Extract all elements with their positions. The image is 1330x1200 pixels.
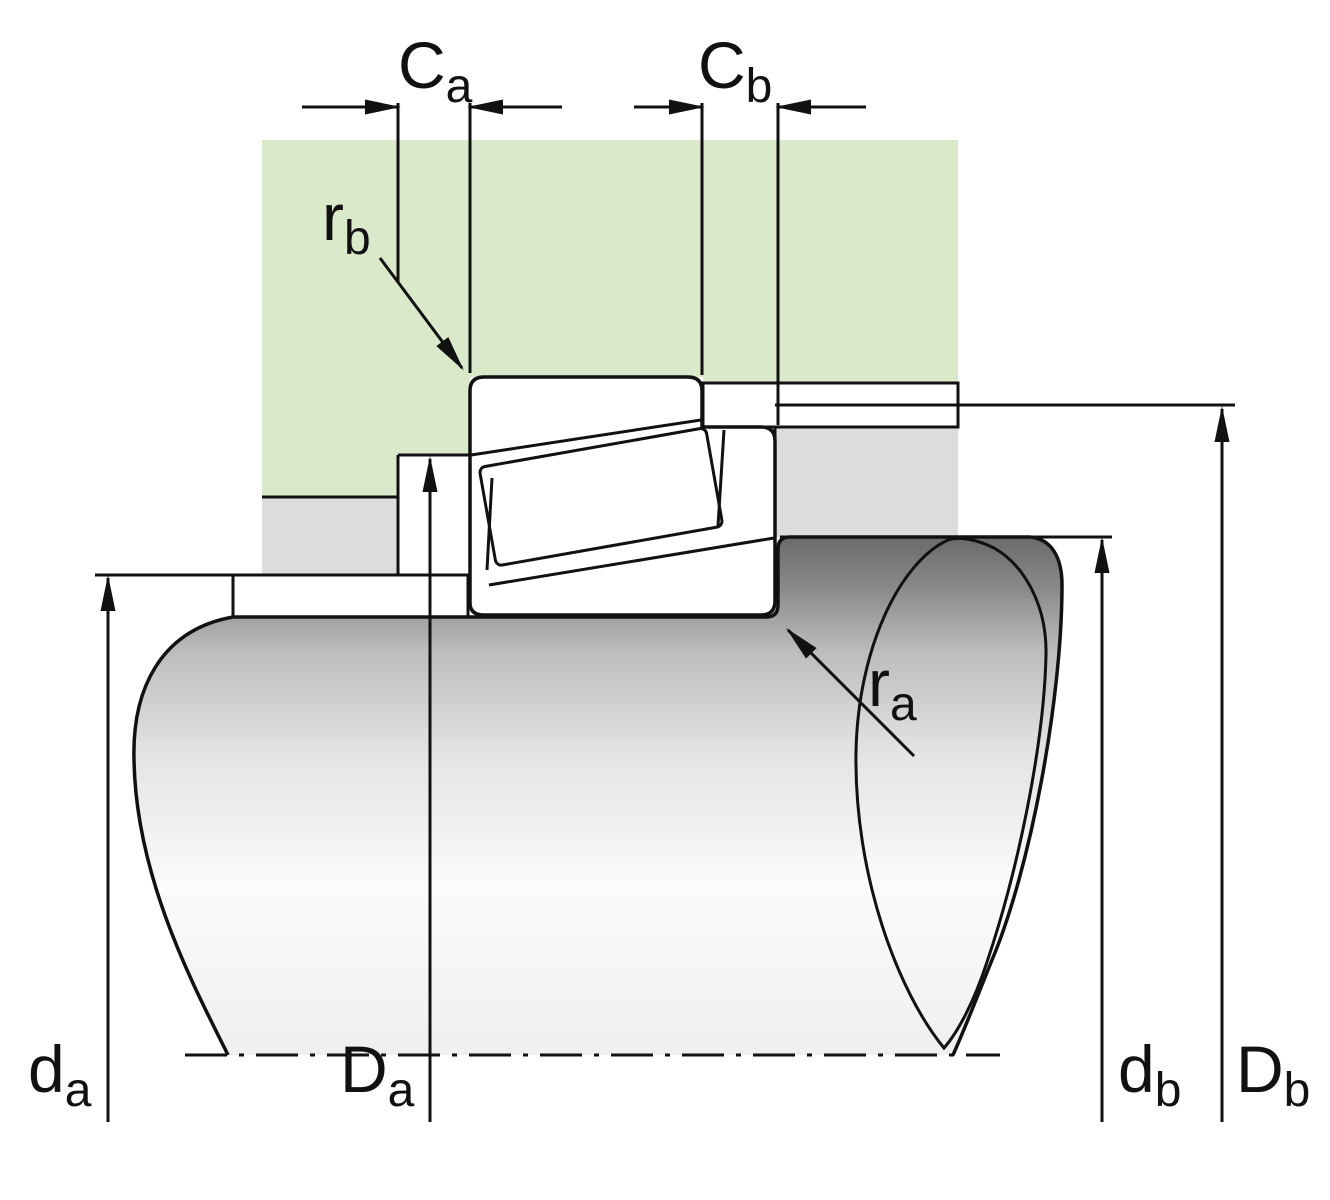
bearing-cone-raceway [488, 536, 775, 587]
shaft-left-edge [132, 615, 234, 1056]
bearing-roller [478, 427, 724, 567]
leader-ra [785, 627, 916, 758]
bearing-cross-section [468, 375, 777, 617]
label-da: da [28, 1032, 92, 1117]
shaft-cross-section [133, 537, 1063, 1055]
housing-shoulder-edges [262, 453, 470, 575]
shaft-shoulder-surface [854, 536, 1048, 1051]
leader-rb [378, 257, 464, 371]
label-ca: Ca [398, 28, 473, 113]
bearing-cup-raceway [470, 418, 702, 457]
label-Da: Da [340, 1032, 415, 1117]
spacer-left [262, 497, 398, 575]
bearing-roller-group [478, 427, 724, 567]
bearing-cage-right [716, 429, 726, 527]
label-ra: ra [868, 646, 917, 731]
housing-cross-section [262, 140, 958, 497]
bearing-cage-left [485, 477, 494, 571]
label-db: db [1118, 1032, 1181, 1117]
spacer-right [775, 427, 958, 537]
label-cb: Cb [698, 28, 772, 113]
label-Db: Db [1236, 1032, 1310, 1117]
shaft-top-right-edge [233, 535, 1064, 1056]
label-rb: rb [322, 180, 371, 265]
